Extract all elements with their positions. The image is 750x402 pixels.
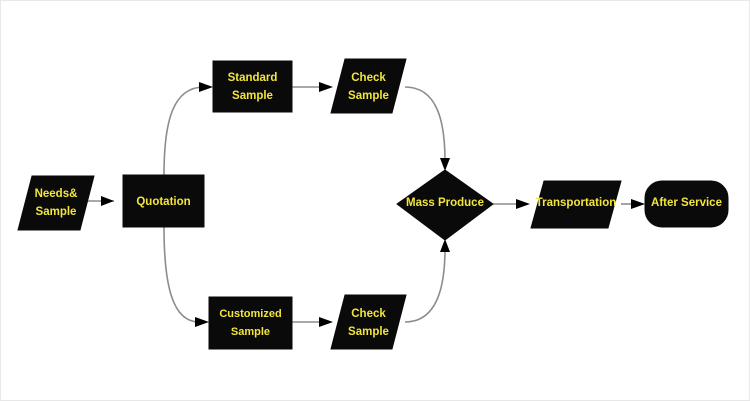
node-customized-sample[interactable]: Customized Sample (208, 296, 293, 350)
check-sample-bottom-label-line1: Check (351, 308, 386, 320)
needs-sample-label-line2: Sample (36, 206, 77, 218)
customized-sample-label-line1: Customized (219, 308, 281, 320)
customized-sample-shape (208, 296, 293, 350)
check-sample-top-label-line2: Sample (348, 90, 389, 102)
connector-layer (87, 82, 645, 327)
check-sample-top-shape (330, 58, 407, 114)
mass-produce-shape (396, 169, 494, 241)
needs-sample-label-line1: Needs& (35, 188, 78, 200)
node-quotation[interactable]: Quotation (122, 174, 205, 228)
quotation-shape (122, 174, 205, 228)
standard-sample-shape (212, 60, 293, 113)
transportation-label: Transportation (536, 197, 617, 209)
quotation-label: Quotation (136, 196, 190, 208)
node-layer: Needs& Sample Quotation Standard Sample … (17, 58, 729, 350)
edge-transportation-to-after-service (621, 199, 645, 209)
node-mass-produce[interactable]: Mass Produce (396, 169, 494, 241)
edge-quotation-to-customized (163, 226, 209, 327)
node-standard-sample[interactable]: Standard Sample (212, 60, 293, 113)
check-sample-top-label-line1: Check (351, 72, 386, 84)
check-sample-bottom-shape (330, 294, 407, 350)
needs-sample-shape (17, 175, 95, 231)
edge-needs-to-quotation (87, 196, 114, 206)
transportation-shape (530, 180, 622, 229)
node-check-sample-top[interactable]: Check Sample (330, 58, 407, 114)
node-needs-sample[interactable]: Needs& Sample (17, 175, 95, 231)
after-service-shape (644, 180, 729, 228)
edge-customized-to-check-bottom (292, 317, 333, 327)
edge-standard-to-check-top (292, 82, 333, 92)
edge-check-top-to-mass-produce (404, 86, 450, 171)
node-check-sample-bottom[interactable]: Check Sample (330, 294, 407, 350)
edge-check-bottom-to-mass-produce (404, 239, 450, 323)
standard-sample-label-line2: Sample (232, 90, 273, 102)
node-transportation[interactable]: Transportation (530, 180, 622, 229)
check-sample-bottom-label-line2: Sample (348, 326, 389, 338)
mass-produce-label: Mass Produce (406, 197, 484, 209)
edge-mass-produce-to-transportation (493, 199, 530, 209)
node-after-service[interactable]: After Service (644, 180, 729, 228)
standard-sample-label-line1: Standard (228, 72, 278, 84)
edge-quotation-to-standard (163, 82, 213, 176)
after-service-label: After Service (651, 197, 722, 209)
customized-sample-label-line2: Sample (231, 326, 270, 338)
